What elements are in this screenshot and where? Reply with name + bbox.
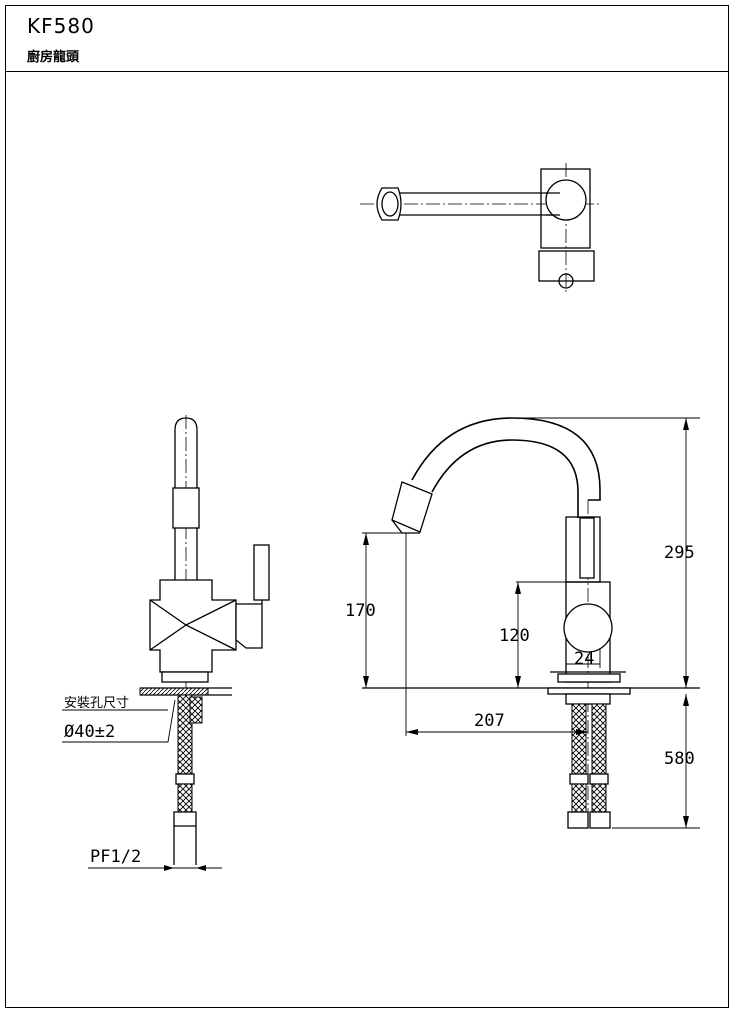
title-block-divider [5,71,729,72]
dim-handle-height: 120 [499,626,530,646]
thread-size: PF1/2 [90,847,141,867]
top-view [360,163,600,292]
dim-height-total: 295 [664,543,695,563]
dim-spout-height: 170 [345,601,376,621]
dim-spout-reach: 207 [474,711,505,731]
drawing-frame [5,5,729,1008]
side-view [62,415,270,871]
mounting-hole-label: 安裝孔尺寸 [64,696,129,711]
mounting-hole-value: Ø40±2 [64,722,115,742]
product-name: 廚房龍頭 [27,50,80,65]
front-view [362,417,700,830]
dim-body-width: 24 [574,649,594,669]
dim-hose-length: 580 [664,749,695,769]
model-code: KF580 [27,14,95,38]
